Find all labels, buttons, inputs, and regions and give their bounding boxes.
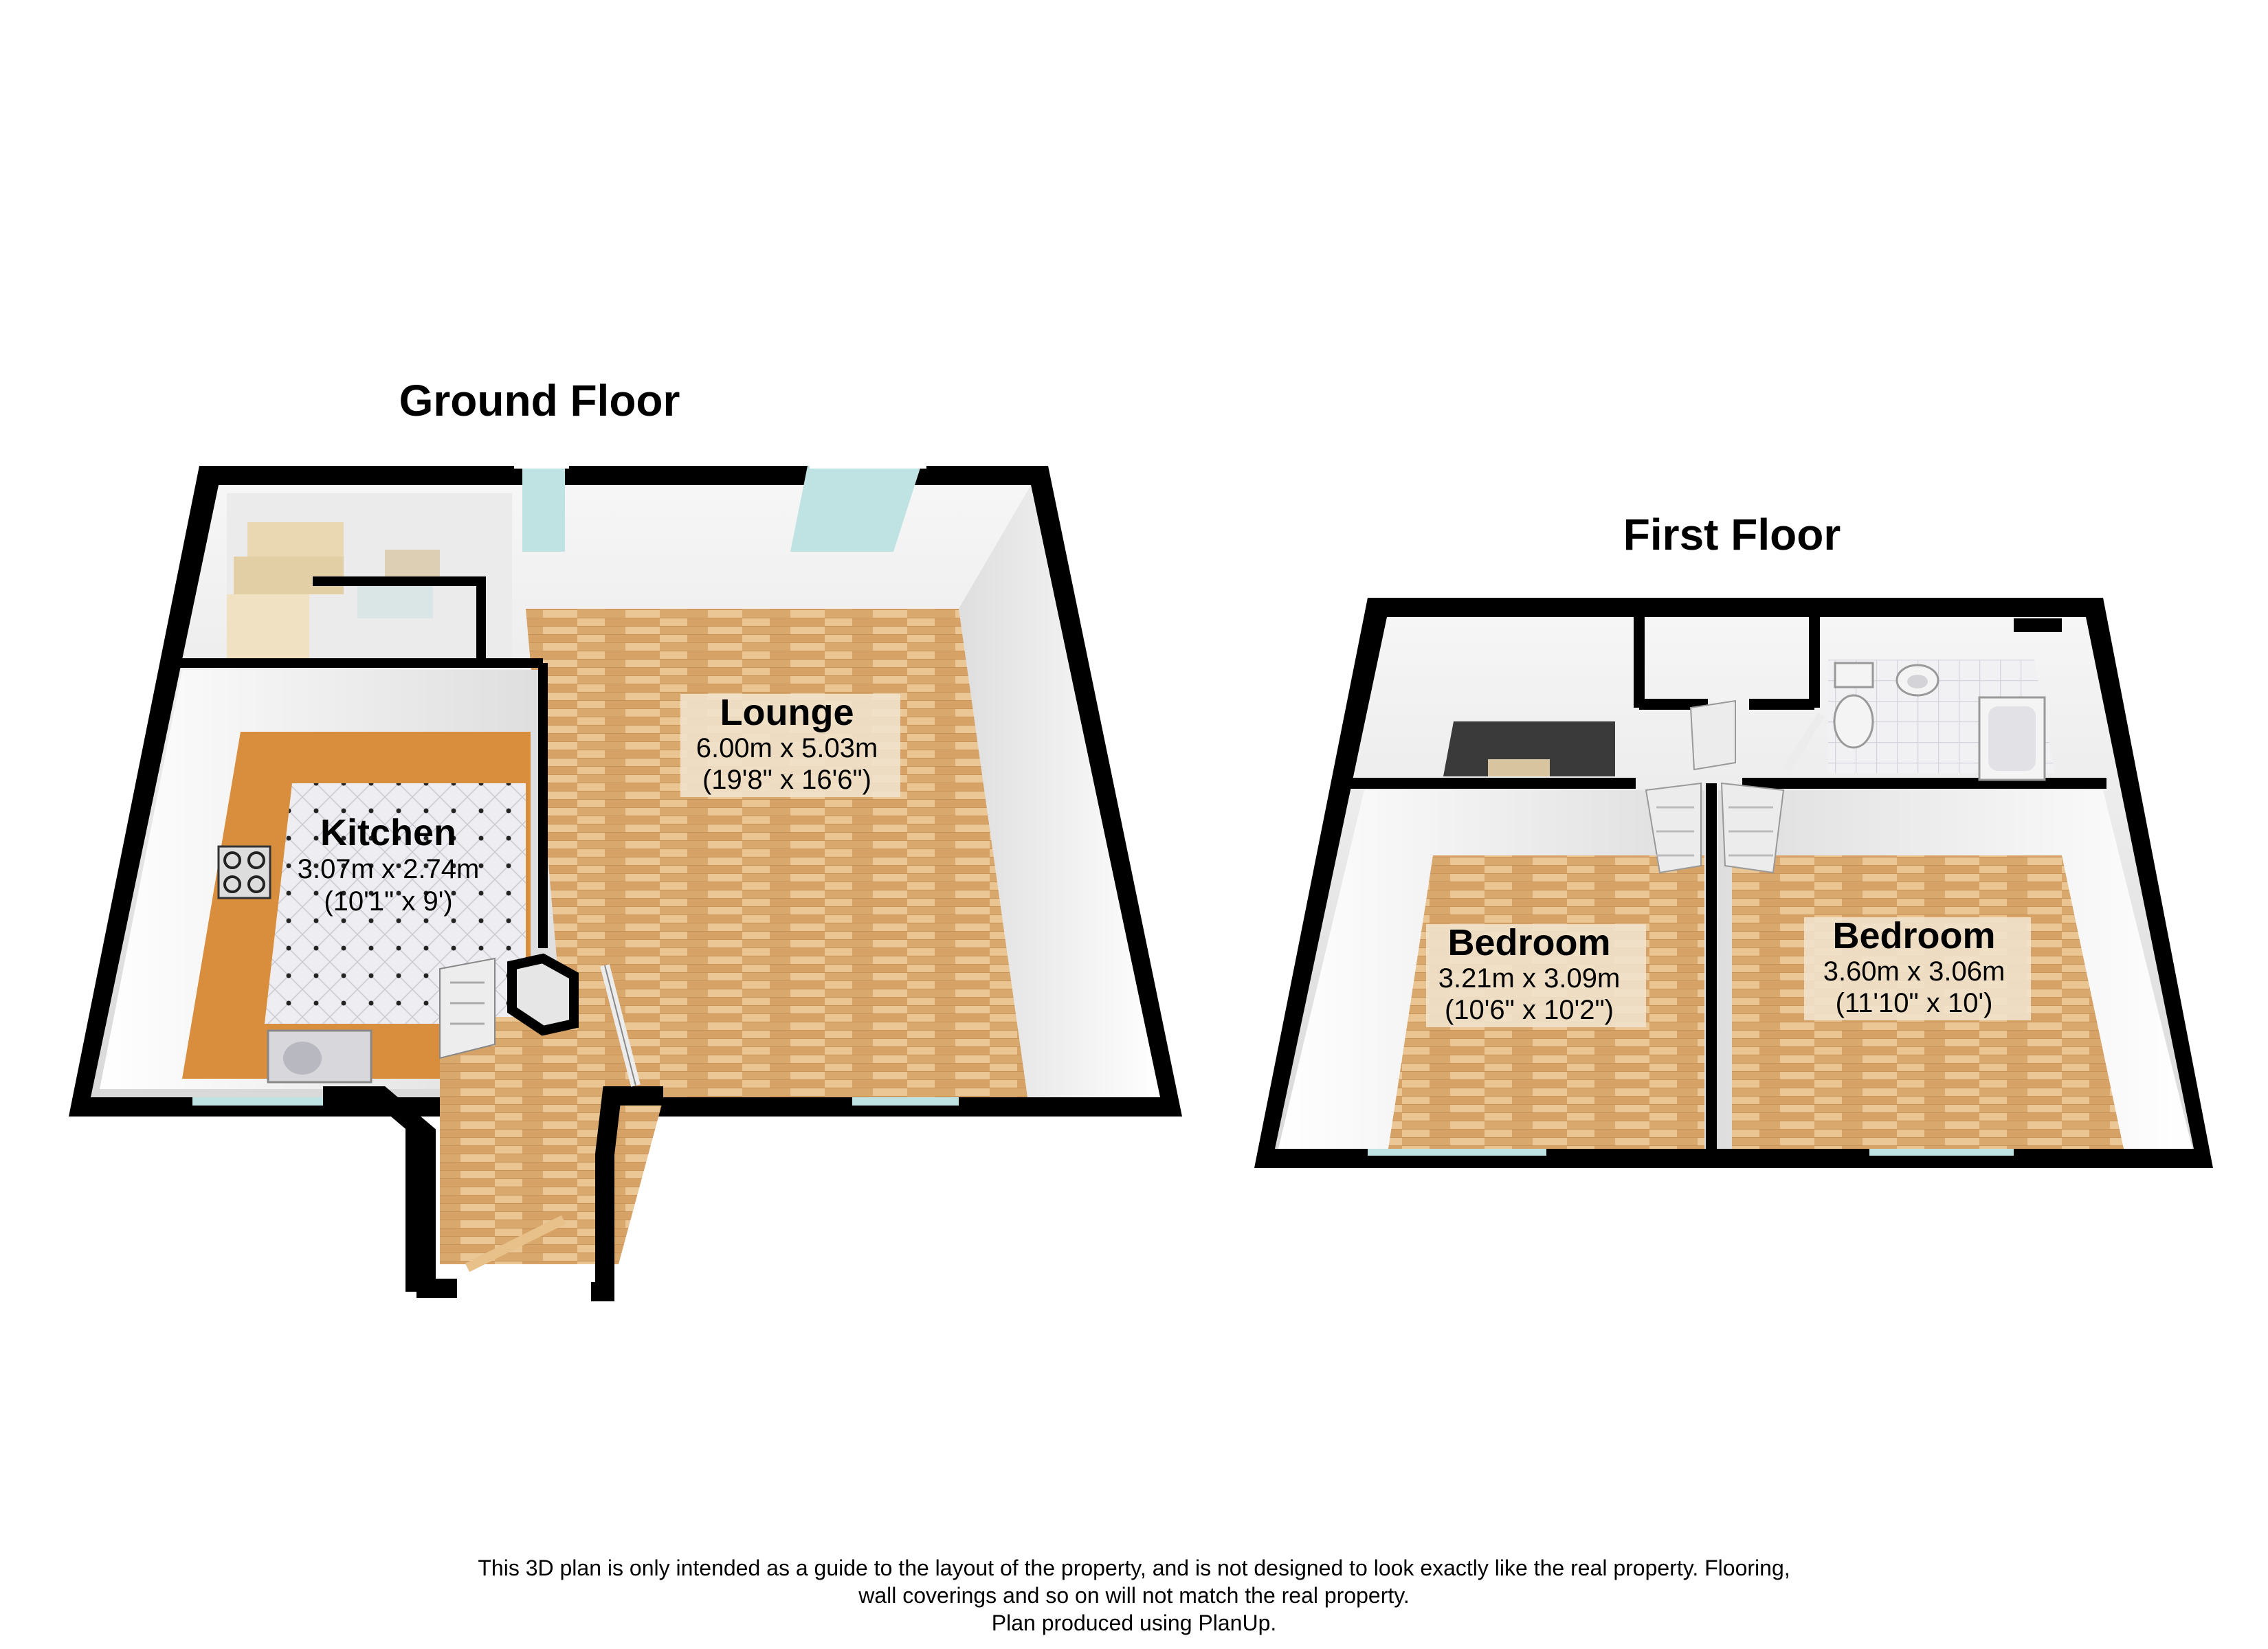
toilet-icon — [1833, 662, 1874, 749]
window-kitchen-rear — [192, 1097, 323, 1106]
porch-walls — [405, 1127, 612, 1292]
lounge-imperial: (19'8" x 16'6") — [702, 765, 871, 795]
bedroom-right-door — [1720, 782, 1785, 874]
lounge-door — [600, 964, 641, 1087]
ground-floor-title: Ground Floor — [399, 376, 680, 425]
bedroom-right-name: Bedroom — [1832, 915, 1995, 956]
bedroom-left-imperial: (10'6" x 10'2") — [1445, 995, 1614, 1025]
bedroom-left-label-box — [1426, 924, 1646, 1027]
bathroom-step — [2014, 618, 2062, 632]
window-lounge-rear — [852, 1097, 959, 1106]
window-bedroom-left — [1368, 1149, 1546, 1156]
kitchen-metric: 3.07m x 2.74m — [298, 854, 480, 884]
lounge-right-wall — [959, 485, 1160, 1097]
stair-tread — [1488, 759, 1550, 776]
window-front-left — [522, 466, 565, 552]
bedroom-left-metric: 3.21m x 3.09m — [1438, 963, 1621, 994]
bath-icon — [1978, 696, 2046, 781]
disclaimer: This 3D plan is only intended as a guide… — [0, 1554, 2268, 1637]
bedroom-right-metric: 3.60m x 3.06m — [1823, 956, 2005, 987]
stair-void — [1443, 721, 1615, 776]
stair-rail — [313, 576, 486, 663]
bedroom-left-name: Bedroom — [1447, 922, 1610, 963]
hob-icon — [217, 845, 271, 899]
disclaimer-line-1: This 3D plan is only intended as a guide… — [478, 1556, 1790, 1580]
stairs — [227, 522, 440, 663]
basin-icon — [1895, 664, 1939, 697]
kitchen-imperial: (10'1" x 9') — [324, 886, 452, 917]
window-bedroom-right — [1869, 1149, 2014, 1156]
lounge-metric: 6.00m x 5.03m — [696, 733, 878, 763]
bedroom-left-door — [1645, 782, 1702, 874]
cupboard-door — [1689, 699, 1736, 771]
sink-icon — [267, 1029, 373, 1084]
lounge-name: Lounge — [720, 692, 854, 733]
lounge-label-box — [680, 694, 900, 797]
ground-floor-plan: Lounge 6.00m x 5.03m (19'8" x 16'6") Kit… — [69, 455, 1182, 1301]
disclaimer-line-3: Plan produced using PlanUp. — [991, 1611, 1277, 1635]
bathroom-door — [1783, 712, 1825, 772]
window-front-right — [790, 466, 921, 552]
kitchen-tile-floor — [265, 783, 526, 1024]
lounge-floor — [526, 609, 1027, 1097]
first-floor-plan: Bedroom 3.21m x 3.09m (10'6" x 10'2") Be… — [1254, 598, 2213, 1168]
store-cupboard — [507, 953, 579, 1036]
front-door — [465, 1215, 566, 1272]
kitchen-name: Kitchen — [320, 812, 456, 853]
disclaimer-line-2: wall coverings and so on will not match … — [858, 1583, 1410, 1608]
first-dividing-walls — [1347, 617, 2106, 1154]
kitchen-door — [439, 957, 496, 1059]
bedroom-right-imperial: (11'10" x 10') — [1836, 988, 1993, 1018]
bedroom-right-label-box — [1804, 917, 2031, 1020]
first-floor-title: First Floor — [1623, 510, 1841, 559]
